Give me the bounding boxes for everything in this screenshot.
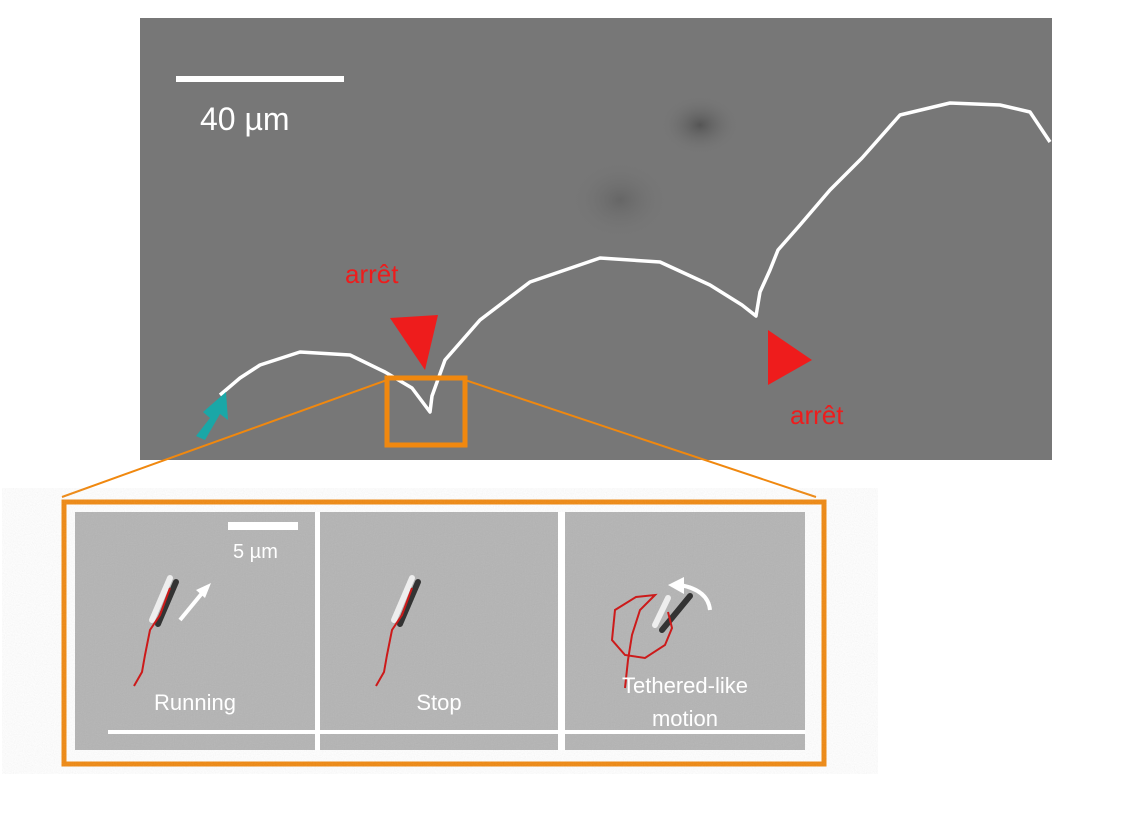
cell-stop: Stop <box>375 575 462 715</box>
micrograph-background <box>140 18 1052 460</box>
scale-bar-5um <box>228 522 298 530</box>
cell-running: Running <box>133 575 236 715</box>
scale-bar-label: 40 µm <box>200 101 290 137</box>
zoom-region-box <box>384 375 468 448</box>
stop-marker-1 <box>390 315 438 370</box>
start-arrow <box>196 392 228 440</box>
stop-marker-2 <box>768 330 812 385</box>
debris <box>570 160 670 240</box>
rotation-arrowhead <box>668 577 684 594</box>
panel-label-tethered-1: Tethered-like <box>622 673 748 698</box>
panel-divider <box>558 512 565 750</box>
panel-noise <box>75 512 805 750</box>
panel-label-tethered-2: motion <box>652 706 718 731</box>
cell-tethered: Tethered-like motion <box>610 577 748 731</box>
zoom-connector-left <box>61 379 388 498</box>
direction-arrow <box>178 590 205 622</box>
stop-label-2: arrêt <box>790 400 844 430</box>
panel-label-running: Running <box>154 690 236 715</box>
scale-bar-40um <box>176 76 344 82</box>
panel-baseline <box>108 730 805 734</box>
rotation-arrow <box>679 583 712 611</box>
direction-arrowhead <box>196 583 211 598</box>
cell-trajectory <box>218 101 1052 414</box>
cell-track <box>375 587 413 687</box>
cell-track <box>133 587 171 687</box>
debris <box>660 95 740 155</box>
inset-panels: 5 µm Running Stop Tethered-like motion <box>61 499 827 767</box>
zoom-connector-right <box>464 379 817 498</box>
cell-track <box>610 593 674 689</box>
inset-scale-label: 5 µm <box>233 541 278 563</box>
panel-divider <box>315 512 320 750</box>
stop-label-1: arrêt <box>345 259 399 289</box>
panel-label-stop: Stop <box>416 690 461 715</box>
overview-micrograph: 40 µm arrêt arrêt <box>140 18 1052 460</box>
